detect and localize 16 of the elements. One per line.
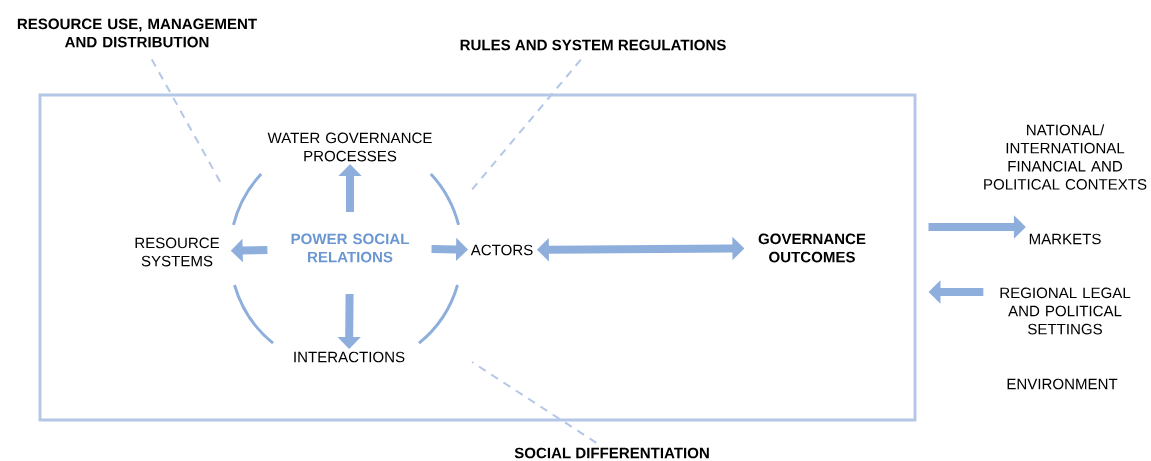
concept-label: WATER GOVERNANCE PROCESSES [267, 132, 432, 162]
heading-label: RULES AND SYSTEM REGULATIONS [460, 39, 726, 51]
heading-label: GOVERNANCE OUTCOMES [758, 233, 866, 263]
concept-label: NATIONAL/ INTERNATIONAL FINANCIAL AND POLITICAL CONTEXTS [984, 124, 1147, 190]
heading-label: SOCIAL DIFFERENTIATION [514, 447, 709, 459]
concept-label: REGIONAL LEGAL AND POLITICAL SETTINGS [1000, 287, 1131, 335]
frame-box [38, 93, 917, 422]
concept-label: RESOURCE SYSTEMS [135, 237, 220, 267]
concept-label: ACTORS [470, 244, 533, 256]
leader-line [471, 361, 598, 444]
concept-label: MARKETS [1029, 233, 1101, 245]
concept-label: ENVIRONMENT [1007, 378, 1118, 390]
concept-label: INTERACTIONS [294, 351, 405, 363]
heading-label: RESOURCE USE, MANAGEMENT AND DISTRIBUTION [17, 18, 257, 48]
leader-line [469, 58, 582, 193]
central-label: POWER SOCIAL RELATIONS [291, 233, 409, 263]
